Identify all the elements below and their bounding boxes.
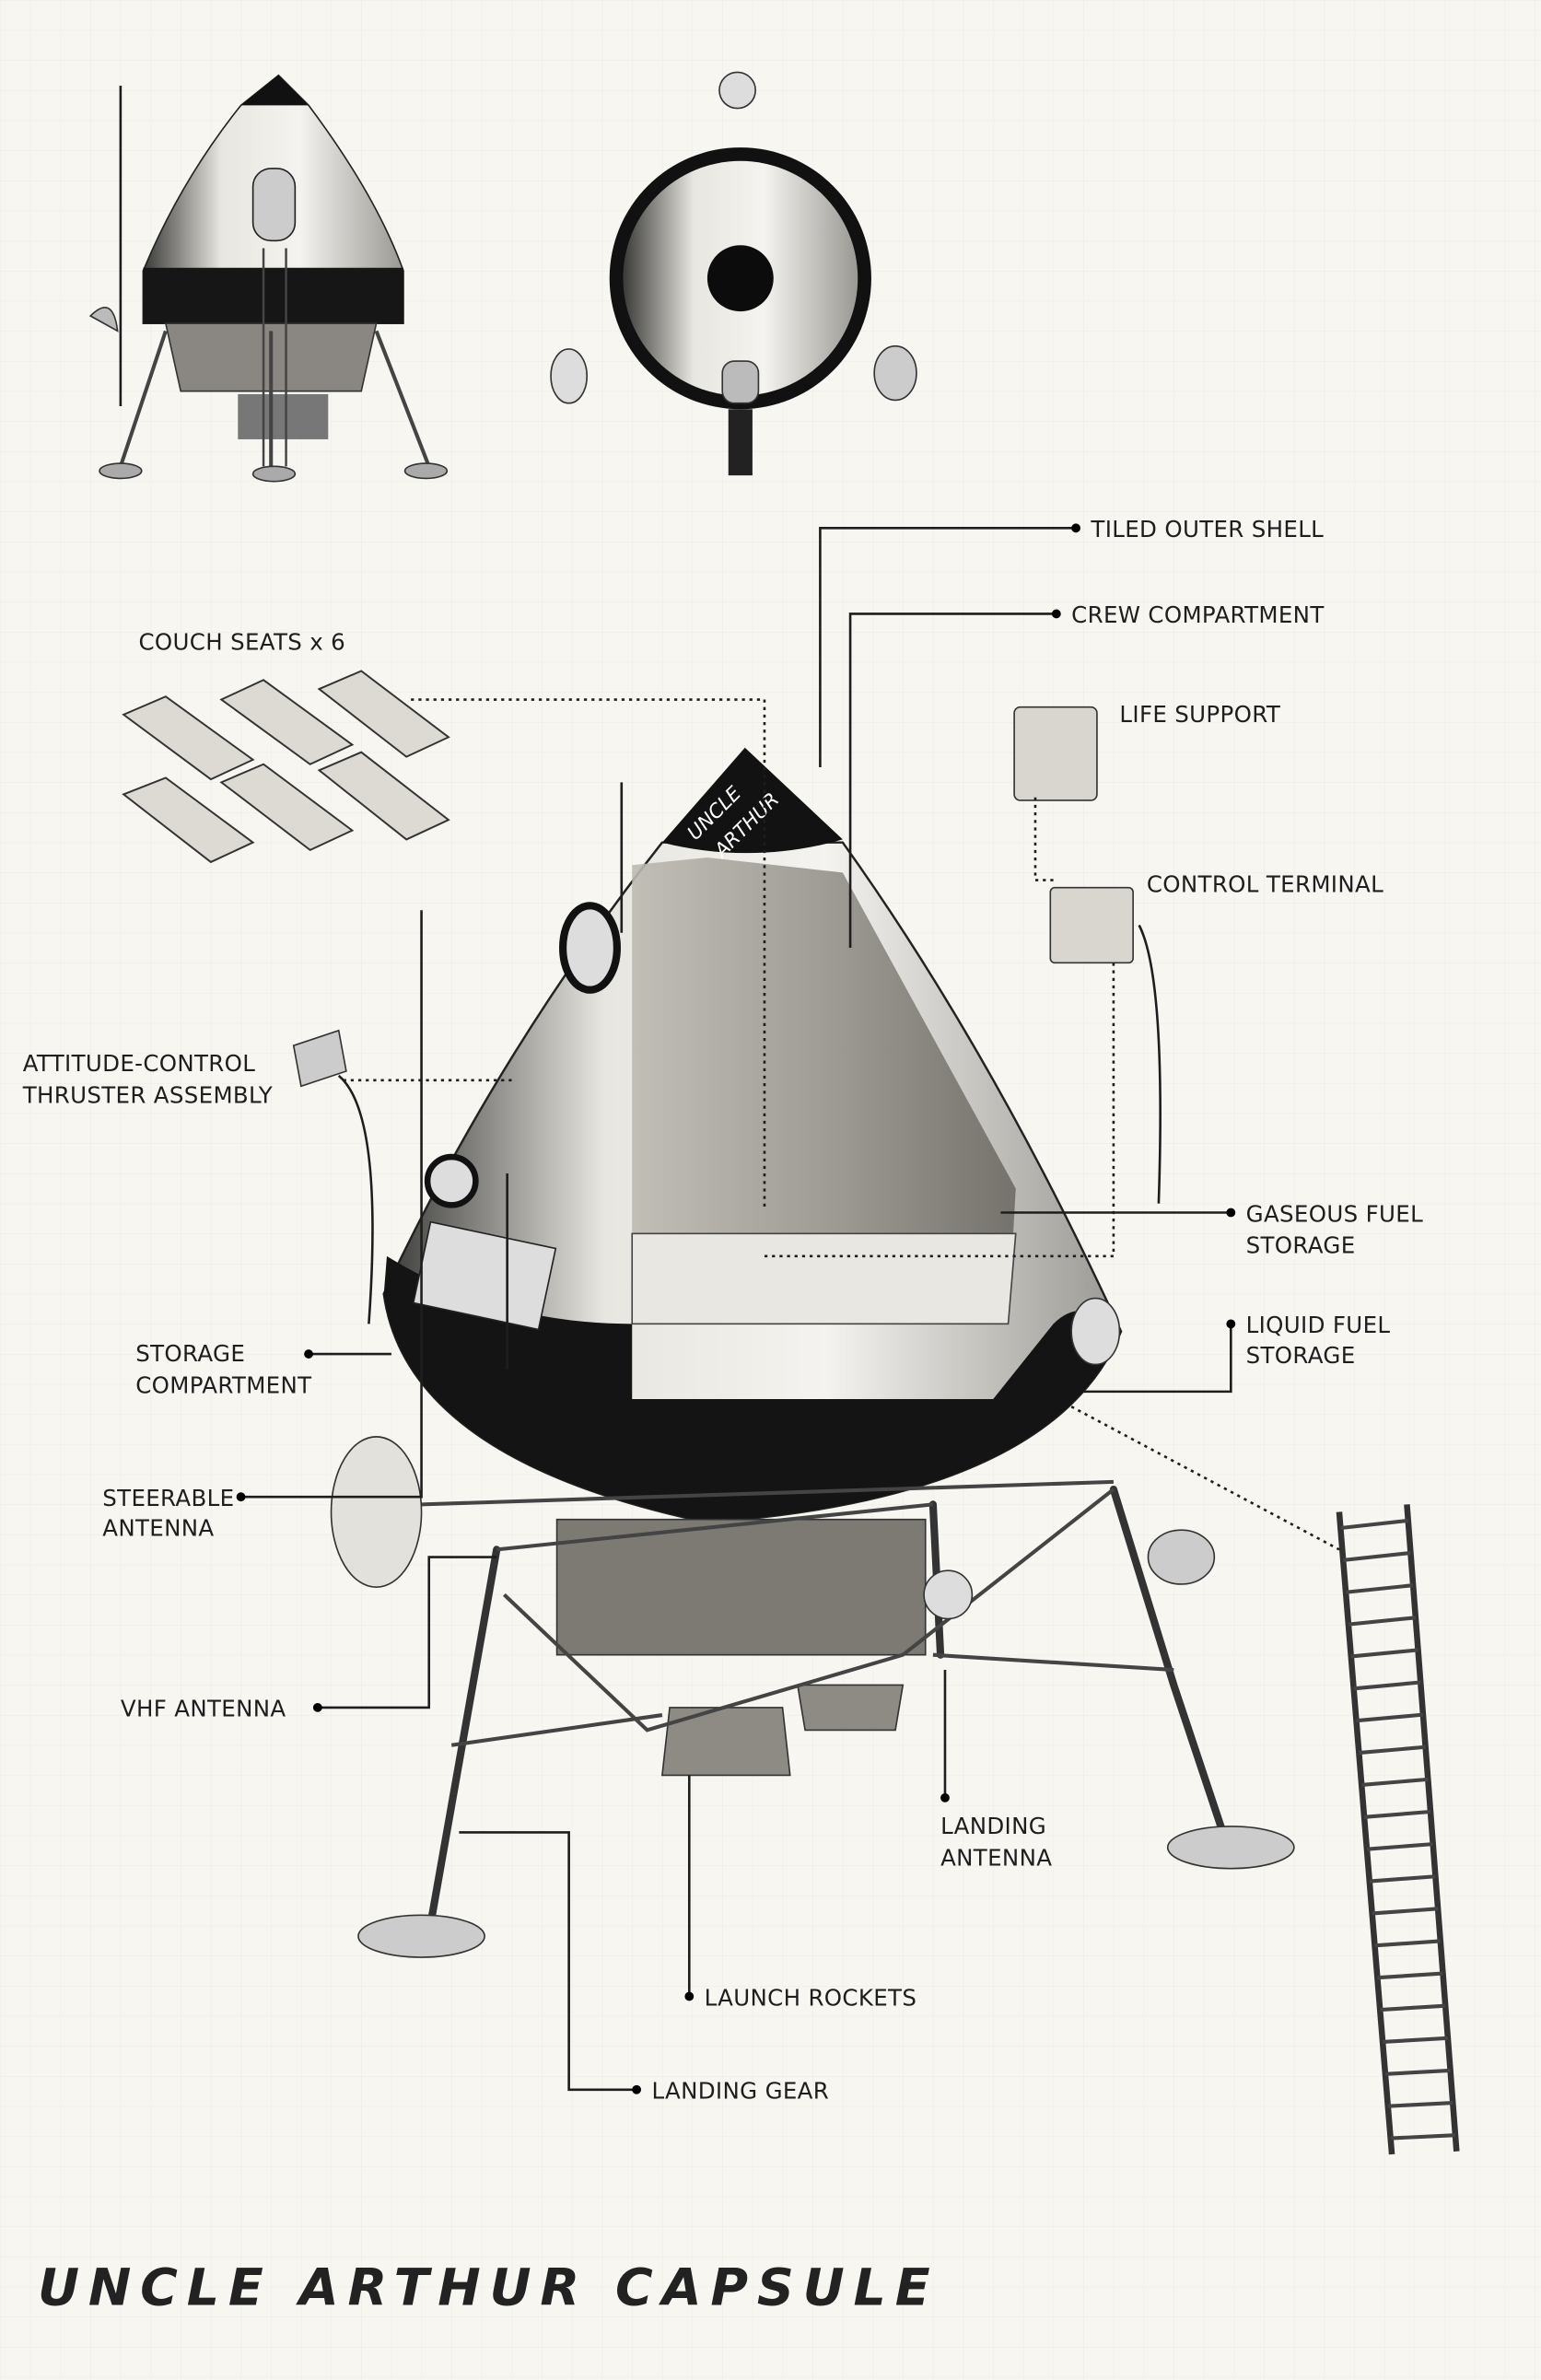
ladder-rung	[1384, 2068, 1451, 2076]
couch-seats-illustration	[122, 670, 450, 864]
label-gaseous-fuel-2: STORAGE	[1246, 1232, 1356, 1259]
label-steerable-antenna-1: STEERABLE	[102, 1485, 234, 1511]
ladder-rung	[1372, 1907, 1439, 1916]
nose-cap	[661, 747, 843, 854]
life-support-unit	[1013, 706, 1098, 801]
ladder-rung	[1366, 1842, 1433, 1851]
ladder-rung	[1380, 2003, 1446, 2012]
ladder-rung	[1387, 2101, 1453, 2108]
control-terminal-unit	[1049, 886, 1134, 964]
landing-gear-structure	[330, 1436, 1295, 1958]
ladder-rung	[1342, 1551, 1411, 1562]
ladder-rung	[1390, 2133, 1456, 2141]
ladder-rung	[1350, 1648, 1418, 1659]
label-attitude-control-2: THRUSTER ASSEMBLY	[22, 1081, 274, 1108]
label-life-support: LIFE SUPPORT	[1119, 701, 1280, 728]
ladder-rung	[1348, 1616, 1417, 1627]
label-launch-rockets: LAUNCH ROCKETS	[705, 1984, 917, 2011]
capsule-main: UNCLE ARTHUR	[382, 747, 1123, 1524]
label-gaseous-fuel-1: GASEOUS FUEL	[1246, 1200, 1423, 1227]
label-storage-compartment-2: COMPARTMENT	[135, 1372, 312, 1399]
label-tiled-outer-shell: TILED OUTER SHELL	[1090, 516, 1324, 542]
thruster-assembly-part	[292, 1029, 347, 1088]
ladder-rung	[1374, 1939, 1441, 1948]
page-title: UNCLE ARTHUR CAPSULE	[38, 2258, 939, 2317]
label-liquid-fuel-1: LIQUID FUEL	[1246, 1312, 1391, 1338]
ladder	[1336, 1504, 1460, 2155]
label-liquid-fuel-2: STORAGE	[1246, 1342, 1356, 1369]
label-vhf-antenna: VHF ANTENNA	[121, 1696, 286, 1722]
ladder-rung	[1369, 1874, 1436, 1884]
label-landing-antenna-1: LANDING	[940, 1813, 1046, 1839]
ladder-rung	[1377, 1971, 1443, 1980]
label-landing-gear: LANDING GEAR	[651, 2078, 829, 2105]
top-view-thumbnail	[550, 71, 917, 476]
label-control-terminal: CONTROL TERMINAL	[1147, 871, 1383, 898]
side-view-thumbnail	[88, 74, 449, 483]
label-crew-compartment: CREW COMPARTMENT	[1071, 601, 1325, 628]
steerable-antenna-dish	[330, 1436, 423, 1589]
label-storage-compartment-1: STORAGE	[135, 1340, 245, 1367]
ladder-rung	[1359, 1744, 1426, 1756]
ladder-rung	[1340, 1518, 1408, 1531]
label-attitude-control-1: ATTITUDE-CONTROL	[23, 1050, 256, 1077]
ladder-rung	[1382, 2036, 1449, 2044]
label-landing-antenna-2: ANTENNA	[940, 1844, 1052, 1871]
ladder-rung	[1356, 1712, 1424, 1723]
ladder-rung	[1363, 1809, 1431, 1819]
label-couch-seats: COUCH SEATS x 6	[138, 629, 345, 656]
label-steerable-antenna-2: ANTENNA	[102, 1515, 214, 1542]
ladder-rung	[1361, 1777, 1429, 1787]
ladder-rung	[1345, 1583, 1414, 1594]
ladder-rung	[1353, 1680, 1421, 1691]
